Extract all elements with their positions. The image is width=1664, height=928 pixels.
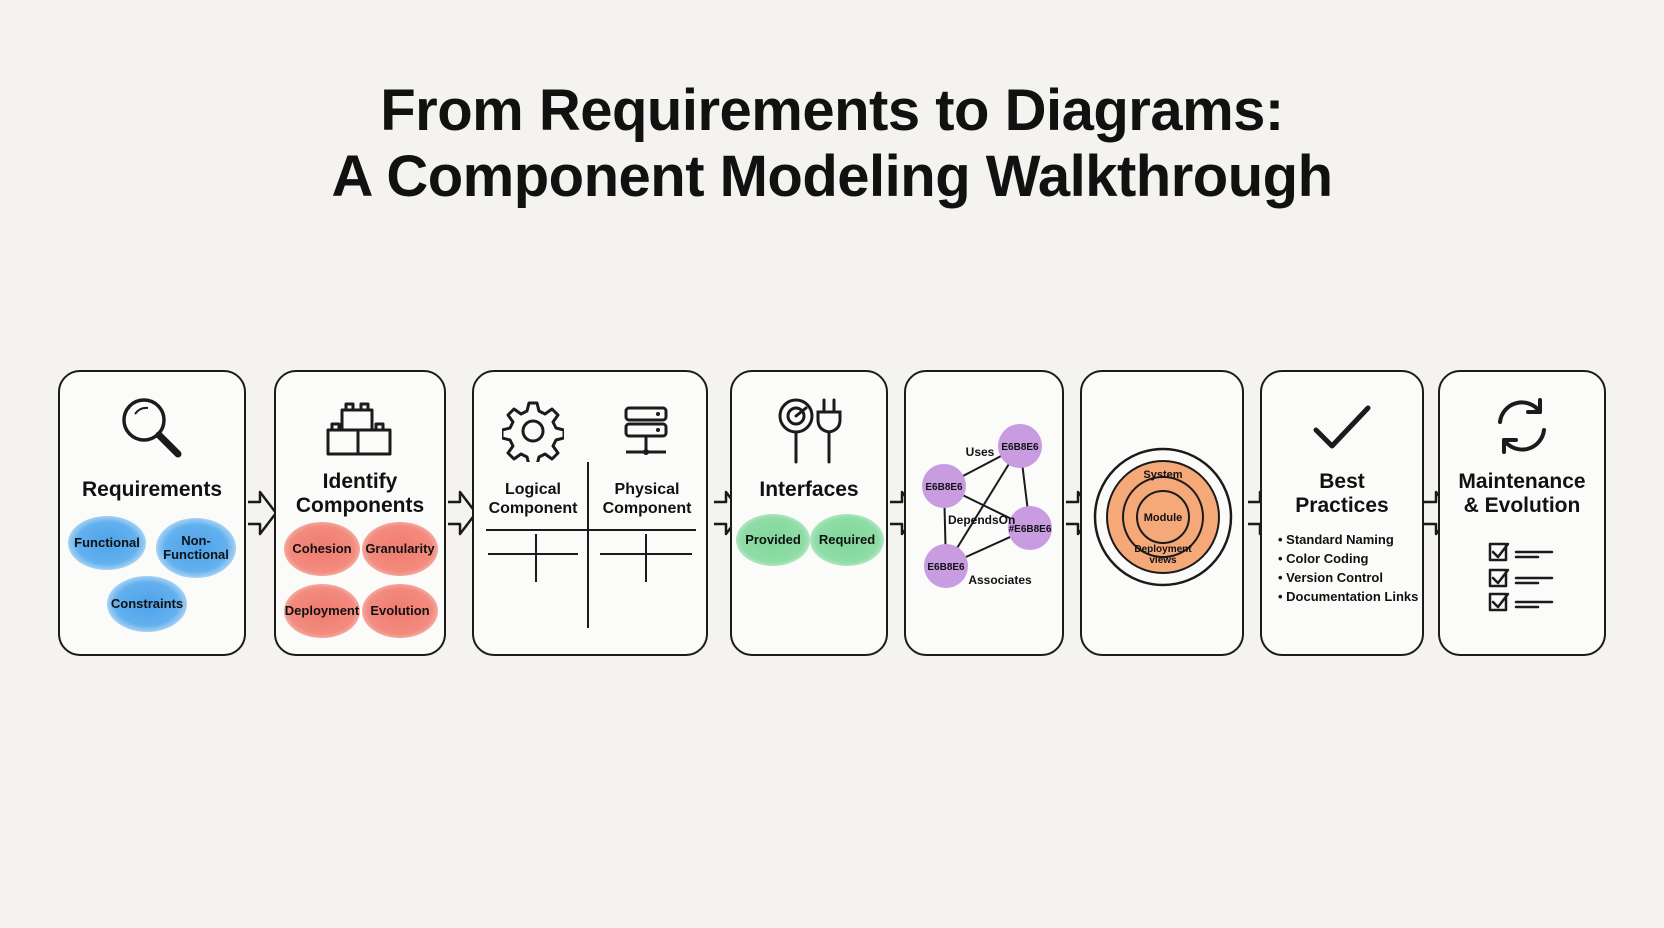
edge-label-dependson: DependsOn <box>948 513 1015 527</box>
tag-constraints: Constraints <box>107 576 187 632</box>
tag-functional: Functional <box>68 516 146 570</box>
title-line-1: From Requirements to Diagrams: <box>380 78 1284 143</box>
gear-icon <box>502 401 564 462</box>
graph-node-1-label: E6B8E6 <box>925 482 963 493</box>
checklist-icon <box>1488 542 1554 612</box>
graph-node-3 <box>1008 506 1052 550</box>
list-item: Documentation Links <box>1278 587 1418 606</box>
step-maintenance-card <box>1438 370 1606 656</box>
tag-provided: Provided <box>736 514 810 566</box>
edge-label-uses: Uses <box>966 445 995 459</box>
checkmark-icon <box>1313 405 1371 449</box>
title-line-2: A Component Modeling Walkthrough <box>331 144 1333 209</box>
blocks-icon <box>326 402 392 456</box>
step-requirements-label: Requirements <box>81 478 223 501</box>
physical-component-label: Physical Component <box>602 481 692 517</box>
graph-node-2 <box>998 424 1042 468</box>
edge-label-associates: Associates <box>968 573 1032 587</box>
refresh-icon <box>1498 398 1546 454</box>
logical-component-label: Logical Component <box>488 481 578 517</box>
component-grid <box>486 462 696 628</box>
step-interfaces-card <box>730 370 888 656</box>
step-best-practices-label: Best Practices <box>1295 470 1389 517</box>
ring-system-label: System <box>1143 469 1182 481</box>
step-identify-components-label: Identify Components <box>295 470 425 517</box>
step-interfaces-label: Interfaces <box>759 478 859 501</box>
graph-node-2-label: E6B8E6 <box>1001 442 1039 453</box>
server-icon <box>624 406 668 455</box>
page-title: From Requirements to Diagrams: A Compone… <box>0 78 1664 210</box>
relationship-graph: E6B8E6 E6B8E6 #E6B8E6 E6B8E6 Uses Depend… <box>922 424 1052 588</box>
list-item: Standard Naming <box>1278 530 1418 549</box>
tag-non-functional: Non- Functional <box>156 518 236 578</box>
magnifier-icon <box>122 398 182 458</box>
graph-node-1 <box>922 464 966 508</box>
tag-deployment: Deployment <box>284 584 360 638</box>
graph-node-4 <box>924 544 968 588</box>
tag-required: Required <box>810 514 884 566</box>
step-logical-physical-card <box>472 370 708 656</box>
ring-module-label: Module <box>1144 512 1183 524</box>
tag-evolution: Evolution <box>362 584 438 638</box>
step-maintenance-label: Maintenance & Evolution <box>1458 470 1586 517</box>
step-best-practices-card <box>1260 370 1424 656</box>
graph-node-4-label: E6B8E6 <box>927 562 965 573</box>
lollipop-plug-icon <box>778 398 842 464</box>
tag-cohesion: Cohesion <box>284 522 360 576</box>
graph-node-3-label: #E6B8E6 <box>1009 524 1052 535</box>
list-item: Version Control <box>1278 568 1418 587</box>
tag-granularity: Granularity <box>362 522 438 576</box>
best-practices-list: Standard Naming Color Coding Version Con… <box>1278 530 1418 606</box>
list-item: Color Coding <box>1278 549 1418 568</box>
